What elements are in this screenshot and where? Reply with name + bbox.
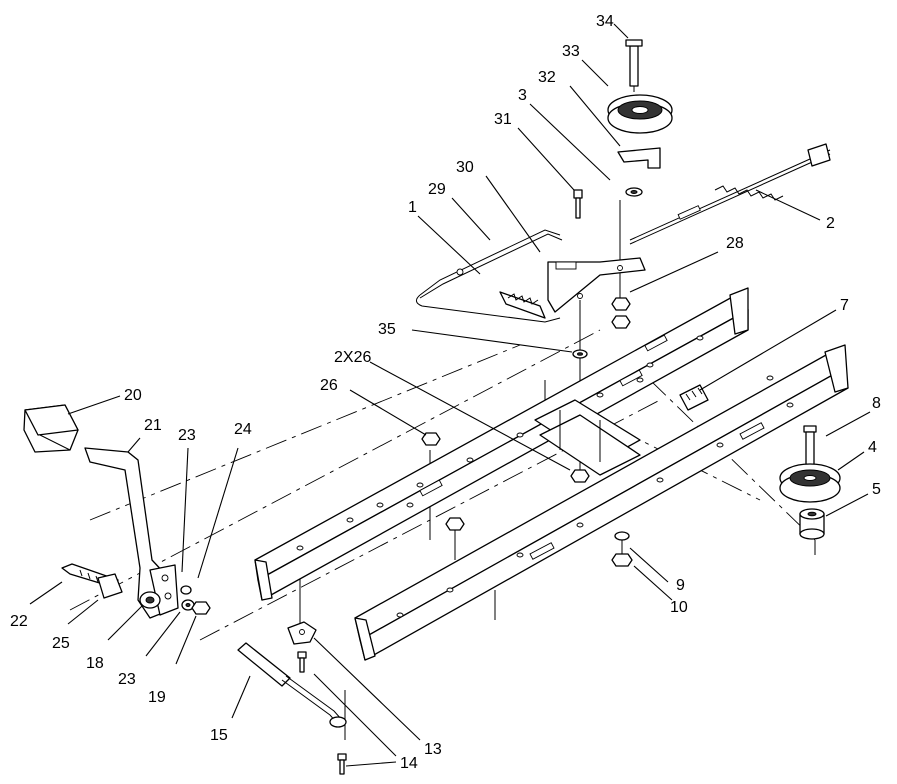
callout-21: 21 xyxy=(144,417,162,434)
callout-33: 33 xyxy=(562,43,580,60)
brake-rod-spring xyxy=(416,229,563,323)
nuts-28 xyxy=(611,297,631,329)
brake-rod-15 xyxy=(237,642,347,728)
callout-34: 34 xyxy=(596,13,614,30)
callout-3: 3 xyxy=(518,87,527,104)
spring-7 xyxy=(679,384,709,411)
callout-23-lower: 23 xyxy=(118,671,136,688)
callout-15: 15 xyxy=(210,727,228,744)
nuts-26 xyxy=(421,432,590,531)
callout-22: 22 xyxy=(10,613,28,630)
brake-bracket-13 xyxy=(287,621,347,775)
callout-14: 14 xyxy=(400,755,418,772)
callout-24: 24 xyxy=(234,421,252,438)
callout-18: 18 xyxy=(86,655,104,672)
callout-1: 1 xyxy=(408,199,417,216)
callout-2x26: 2X26 xyxy=(334,349,371,366)
right-frame-rail xyxy=(354,344,849,661)
callout-32: 32 xyxy=(538,69,556,86)
callout-35: 35 xyxy=(378,321,396,338)
callout-29: 29 xyxy=(428,181,446,198)
callout-13: 13 xyxy=(424,741,442,758)
callout-7: 7 xyxy=(840,297,849,314)
callout-28: 28 xyxy=(726,235,744,252)
callout-2: 2 xyxy=(826,215,835,232)
washer-nut-9-10 xyxy=(611,531,633,567)
callout-20: 20 xyxy=(124,387,142,404)
pedal-pad-20 xyxy=(23,404,79,453)
callout-31: 31 xyxy=(494,111,512,128)
bolt-31 xyxy=(573,189,583,219)
lower-pulley-assembly xyxy=(779,425,841,540)
callout-labels: 34 33 32 3 31 30 29 1 2 28 7 35 2X26 26 … xyxy=(10,13,881,772)
callout-4: 4 xyxy=(868,439,877,456)
cross-members xyxy=(534,399,641,476)
washer-35 xyxy=(572,349,588,359)
pedal-hardware xyxy=(180,585,211,615)
callout-8: 8 xyxy=(872,395,881,412)
idler-spring-rod xyxy=(629,143,831,245)
idler-bracket xyxy=(547,257,646,313)
pedal-pivot-parts xyxy=(61,563,161,609)
callout-30: 30 xyxy=(456,159,474,176)
pedal-arm-21 xyxy=(84,447,179,619)
left-frame-rail xyxy=(254,287,749,601)
callout-19: 19 xyxy=(148,689,166,706)
left-rail-holes xyxy=(296,334,704,551)
callout-9: 9 xyxy=(676,577,685,594)
leader-lines xyxy=(29,23,871,767)
callout-23-upper: 23 xyxy=(178,427,196,444)
upper-pulley-assembly xyxy=(607,39,673,197)
callout-25: 25 xyxy=(52,635,70,652)
callout-5: 5 xyxy=(872,481,881,498)
callout-10: 10 xyxy=(670,599,688,616)
right-rail-holes xyxy=(396,375,794,618)
callout-26: 26 xyxy=(320,377,338,394)
